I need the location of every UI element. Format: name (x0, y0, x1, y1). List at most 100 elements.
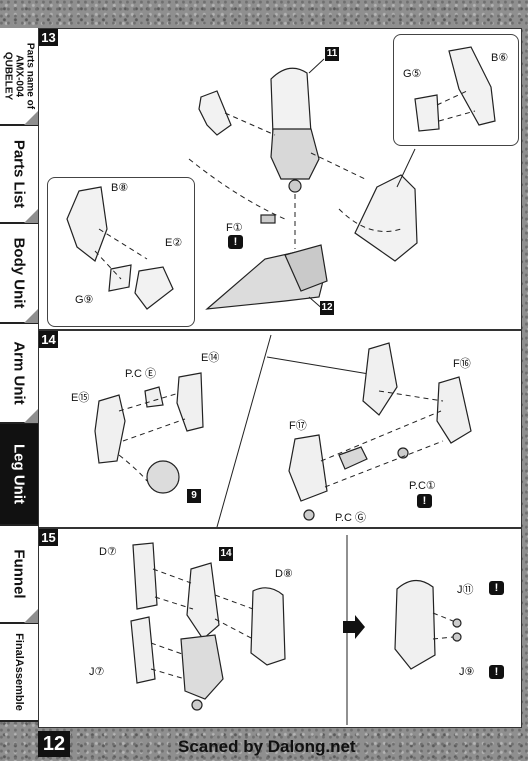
callout-9: 9 (187, 489, 201, 503)
assembly-guide-line (320, 410, 442, 462)
tab-final-assemble-label: FinalAssemble (13, 633, 25, 711)
assembly-guide-line (98, 228, 148, 260)
tab-notch (24, 309, 38, 323)
f1-part (260, 214, 276, 224)
detail-box-b8-e2 (47, 177, 195, 327)
label-e14: E⑭ (201, 352, 220, 364)
caution-icon: ! (417, 494, 432, 508)
joint-ball (191, 699, 203, 711)
tab-parts-name[interactable]: Parts name of AMX-004 QUBELEY (0, 28, 38, 126)
label-g9: G⑨ (75, 294, 94, 306)
step-15-panel: 15 14 D⑦ D⑧ J⑦ J⑪ ! J⑨ ! (38, 528, 522, 728)
callout-14: 14 (219, 547, 233, 561)
label-e15: E⑮ (71, 392, 90, 404)
tab-notch (24, 409, 38, 423)
e14-part (176, 372, 204, 432)
step-15-diagram (130, 535, 462, 725)
assembly-guide-line (338, 208, 402, 232)
tab-parts-list-label: Parts List (10, 139, 28, 209)
label-b6: B⑥ (491, 52, 509, 64)
hip-piece-right (354, 174, 418, 262)
assembly-guide-line (122, 418, 186, 442)
assembly-guide-line (188, 158, 286, 220)
upper-frame-part (362, 342, 398, 416)
assembly-guide-line (436, 90, 468, 106)
assembly-guide-line (214, 618, 254, 640)
step-number: 14 (39, 331, 58, 348)
assembly-guide-line (224, 112, 276, 136)
detail-leader (396, 148, 416, 188)
d8-part (250, 587, 286, 666)
joint-ball (288, 179, 302, 193)
label-d8: D⑧ (275, 568, 293, 580)
callout-11: 11 (325, 47, 339, 61)
hip-piece-left (198, 90, 232, 136)
label-f1: F① (226, 222, 243, 234)
label-pc1: P.C① (409, 480, 436, 492)
g5-part (414, 94, 440, 132)
joint-ball (303, 509, 315, 521)
tab-leg-unit[interactable]: Leg Unit (0, 424, 38, 526)
caution-icon: ! (228, 235, 243, 249)
tab-arm-unit[interactable]: Arm Unit (0, 324, 38, 424)
j7-part (130, 616, 156, 684)
label-b8: B⑧ (111, 182, 129, 194)
label-g5: G⑤ (403, 68, 422, 80)
b8-part (66, 186, 108, 262)
pc1-part (397, 447, 409, 459)
assembly-guide-line (214, 594, 254, 610)
label-pcg: P.C Ⓖ (335, 512, 366, 524)
tab-funnel-label: Funnel (10, 549, 28, 599)
footer-credit: Scaned by Dalong.net (178, 737, 356, 756)
tab-notch (24, 609, 38, 623)
assembly-guide-line (118, 392, 180, 412)
assembly-guide-line (152, 568, 192, 584)
assembly-guide-line (310, 152, 366, 180)
label-j11: J⑪ (457, 584, 474, 596)
assembly-guide-line (94, 250, 122, 280)
label-j7: J⑦ (89, 666, 105, 678)
label-j9: J⑨ (459, 666, 475, 678)
assembly-guide-line (378, 390, 444, 402)
caution-icon: ! (489, 665, 504, 679)
assembly-guide-line (118, 454, 148, 482)
tab-funnel[interactable]: Funnel (0, 526, 38, 624)
tab-leg-unit-label: Leg Unit (10, 444, 28, 504)
step-number: 13 (39, 29, 58, 46)
d7-part (132, 542, 158, 610)
tab-parts-list[interactable]: Parts List (0, 126, 38, 224)
label-f17: F⑰ (289, 420, 307, 432)
tab-final-assemble[interactable]: FinalAssemble (0, 624, 38, 722)
step-13-diagram (66, 46, 496, 312)
page-number: 12 (38, 731, 70, 757)
part-9 (146, 460, 180, 494)
step-14-diagram (94, 334, 472, 528)
step-arrow-icon (343, 615, 365, 639)
divider-line (216, 334, 272, 528)
assembly-guide-line (150, 642, 186, 656)
f16-part (436, 376, 472, 444)
leg-lower-part (180, 634, 224, 700)
assembly-guide-line (438, 110, 476, 122)
assembly-guide-line (154, 596, 194, 610)
tab-notch (24, 111, 38, 125)
ankle-part (284, 244, 328, 292)
assembled-leg-part (394, 579, 436, 670)
j9-part (452, 632, 462, 642)
f17-part (288, 434, 328, 502)
step-number: 15 (39, 529, 58, 546)
tab-notch (24, 209, 38, 223)
tab-body-unit[interactable]: Body Unit (0, 224, 38, 324)
assembly-guide-line (150, 668, 186, 680)
e2-part (134, 266, 174, 310)
step-13-panel: 13 (38, 28, 522, 330)
frame-14-part (186, 562, 220, 640)
section-sidebar: Parts name of AMX-004 QUBELEY Parts List… (0, 28, 38, 722)
callout-leader (308, 58, 325, 74)
j11-part (452, 618, 462, 628)
label-d7: D⑦ (99, 546, 117, 558)
label-e2: E② (165, 237, 183, 249)
assembly-guide-line (432, 612, 454, 622)
assembly-guide-line (324, 440, 444, 488)
tab-parts-name-label: Parts name of AMX-004 QUBELEY (2, 42, 36, 110)
